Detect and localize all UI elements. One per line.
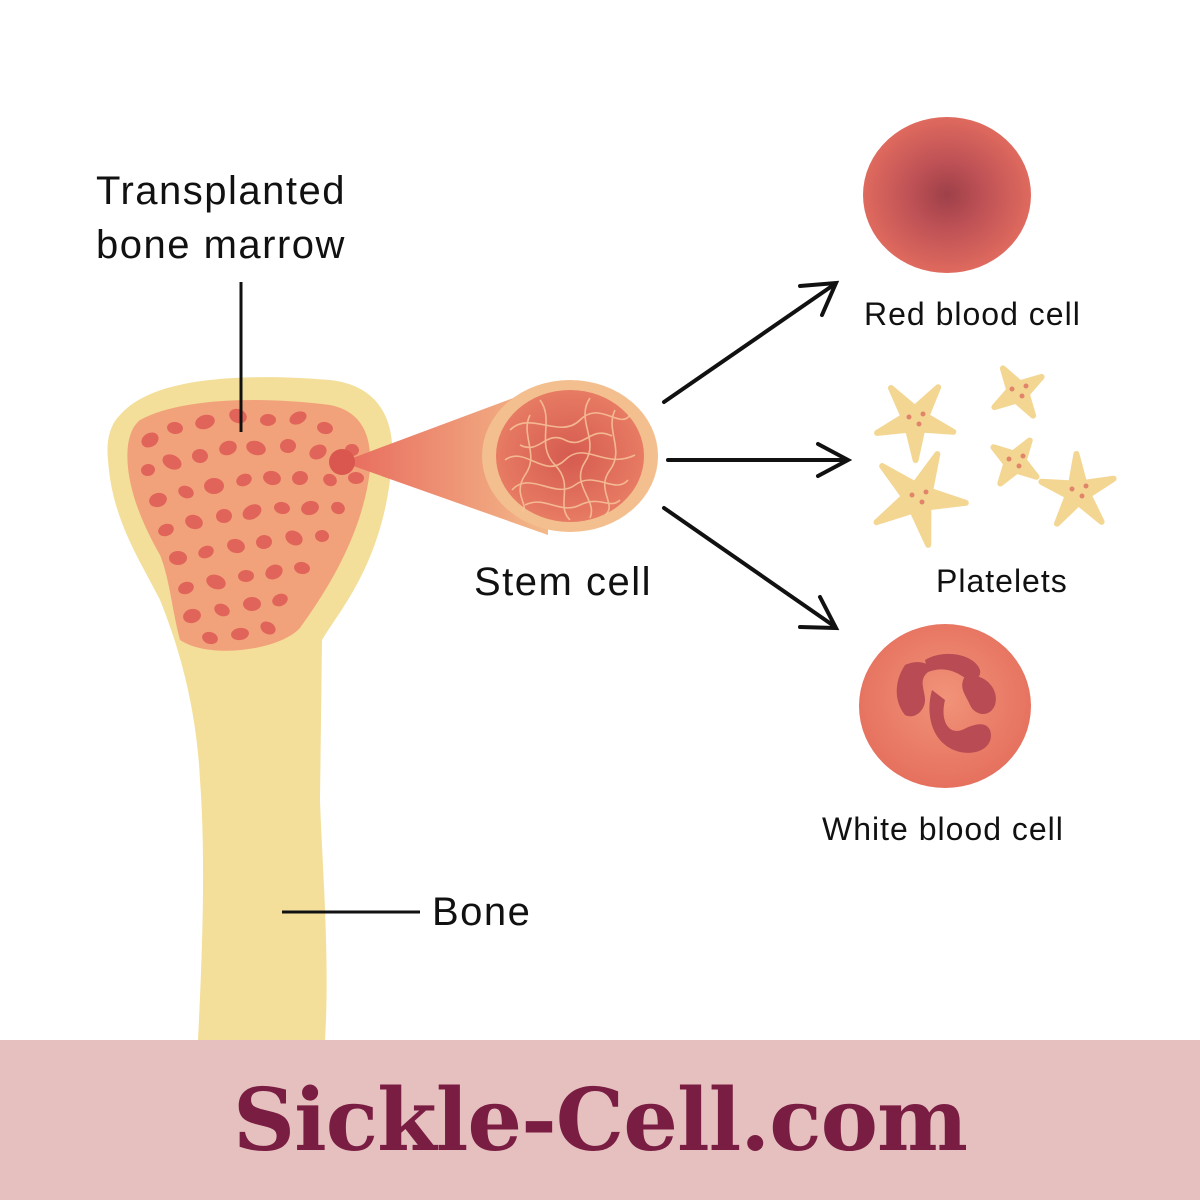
footer-banner — [0, 1040, 1200, 1200]
white-blood-cell-icon — [859, 624, 1031, 788]
marrow-spot — [236, 473, 252, 487]
marrow-spot — [274, 501, 290, 515]
arrow-to-red-cell — [662, 284, 834, 404]
marrow-spot — [227, 538, 245, 554]
marrow-spot — [289, 411, 307, 425]
bone-label: Bone — [432, 890, 531, 934]
platelet — [874, 384, 957, 463]
marrow-focus-spot — [329, 449, 355, 475]
marrow-spot — [158, 523, 174, 537]
wbc-nucleus-bottom — [929, 690, 991, 753]
marrow-spot — [315, 529, 329, 543]
platelet-icon — [873, 365, 1117, 548]
marrow-spot — [192, 448, 208, 464]
marrow-spot — [141, 432, 159, 448]
red-blood-cell-label: Red blood cell — [864, 296, 1081, 332]
platelet-granule — [1079, 493, 1085, 499]
marrow-spot — [323, 473, 337, 487]
wbc-nucleus-top — [925, 653, 981, 680]
marrow-spot — [202, 631, 218, 645]
arrow-head-platelets — [816, 442, 853, 478]
marrow-spot — [198, 545, 214, 559]
marrow-spot — [263, 470, 281, 486]
platelet-granule — [1009, 386, 1015, 392]
platelet-granule — [916, 421, 922, 427]
marrow-spot — [280, 438, 296, 454]
marrow-spot — [178, 485, 194, 499]
platelet — [873, 451, 969, 548]
platelet-granule — [923, 489, 929, 495]
marrow-spot — [238, 569, 254, 583]
stem-cell-icon — [482, 380, 658, 532]
wbc-nucleus-right — [962, 675, 996, 715]
wbc-nucleus-left — [896, 662, 930, 717]
site-name: Sickle-Cell.com — [233, 1069, 968, 1171]
platelet-granule — [1069, 486, 1075, 492]
marrow-spot — [219, 440, 237, 456]
marrow-spot — [265, 564, 283, 580]
platelet-granule — [1016, 463, 1022, 469]
marrow-spot — [301, 500, 319, 516]
marrow-spot — [242, 504, 262, 520]
platelet-granule — [1006, 456, 1012, 462]
transplanted-label-line2: bone marrow — [96, 223, 346, 267]
marrow-spot — [231, 627, 249, 641]
platelet — [991, 365, 1045, 419]
marrow-spots — [141, 408, 364, 645]
marrow-spot — [260, 413, 276, 427]
platelet-granule — [906, 414, 912, 420]
platelets-label: Platelets — [936, 563, 1068, 599]
marrow-spot — [195, 414, 215, 430]
marrow-spot — [183, 608, 201, 624]
marrow-spot — [272, 593, 288, 607]
marrow-spot — [216, 508, 232, 524]
bone-icon — [107, 377, 393, 1040]
platelet — [1038, 451, 1117, 527]
arrow-to-white-cell — [662, 506, 836, 628]
marrow-spot — [204, 477, 224, 495]
marrow-spot — [169, 551, 187, 565]
marrow-spot — [260, 621, 276, 635]
platelet-granule — [920, 411, 926, 417]
marrow-spot — [243, 596, 261, 612]
white-blood-cell-label: White blood cell — [822, 811, 1064, 847]
platelet — [990, 437, 1040, 487]
platelet-granule — [1083, 483, 1089, 489]
red-blood-cell-icon — [863, 117, 1031, 273]
marrow-spot — [294, 561, 310, 575]
marrow-spot — [285, 530, 303, 546]
marrow-spot — [214, 603, 230, 617]
marrow-spot — [331, 501, 345, 515]
arrow-head-white — [798, 595, 840, 631]
platelet-granule — [919, 499, 925, 505]
marrow-spot — [185, 514, 203, 530]
marrow-spot — [162, 454, 182, 470]
marrow-spot — [348, 471, 364, 485]
marrow-spot — [292, 470, 308, 486]
marrow-spot — [309, 444, 327, 460]
platelet-granule — [1020, 453, 1026, 459]
arrow-icon — [662, 280, 853, 631]
marrow-spot — [178, 581, 194, 595]
transplanted-label-line1: Transplanted — [96, 169, 346, 213]
platelet-granule — [1023, 383, 1029, 389]
marrow-spot — [256, 534, 272, 550]
marrow-spot — [167, 421, 183, 435]
platelet-granule — [1019, 393, 1025, 399]
marrow-spot — [206, 574, 226, 590]
stem-cell-label: Stem cell — [474, 560, 652, 604]
marrow-spot — [246, 440, 266, 456]
marrow-spot — [317, 421, 333, 435]
marrow-spot — [149, 492, 167, 508]
marrow-spot — [141, 463, 155, 477]
platelet-granule — [909, 492, 915, 498]
arrow-head-red — [798, 280, 840, 317]
